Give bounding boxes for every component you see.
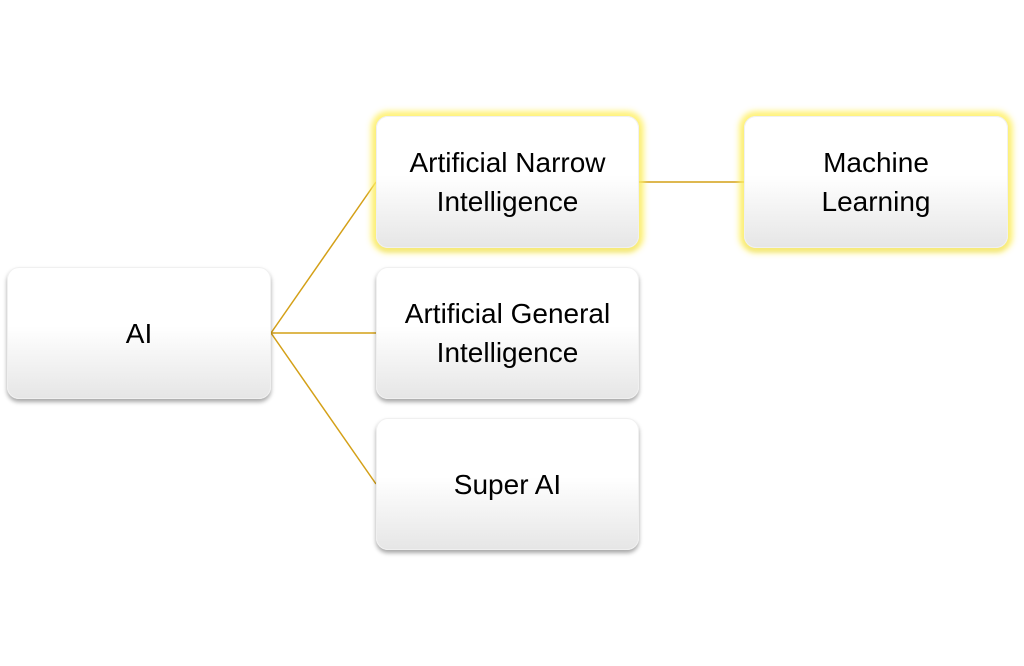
node-ai[interactable]: AI <box>7 267 271 399</box>
edge-ai-to-superai <box>270 332 377 485</box>
node-agi-label: Artificial General Intelligence <box>404 298 611 368</box>
node-ani-label: Artificial Narrow Intelligence <box>409 147 606 217</box>
node-super-ai-label: Super AI <box>453 468 562 500</box>
node-machine-learning[interactable]: Machine Learning <box>744 116 1008 248</box>
node-ai-label: AI <box>125 317 153 349</box>
edge-ai-to-ani <box>270 181 377 334</box>
node-super-ai[interactable]: Super AI <box>376 418 639 550</box>
node-artificial-general-intelligence[interactable]: Artificial General Intelligence <box>376 267 639 399</box>
node-ml-label: Machine Learning <box>821 147 931 217</box>
node-artificial-narrow-intelligence[interactable]: Artificial Narrow Intelligence <box>376 116 639 248</box>
